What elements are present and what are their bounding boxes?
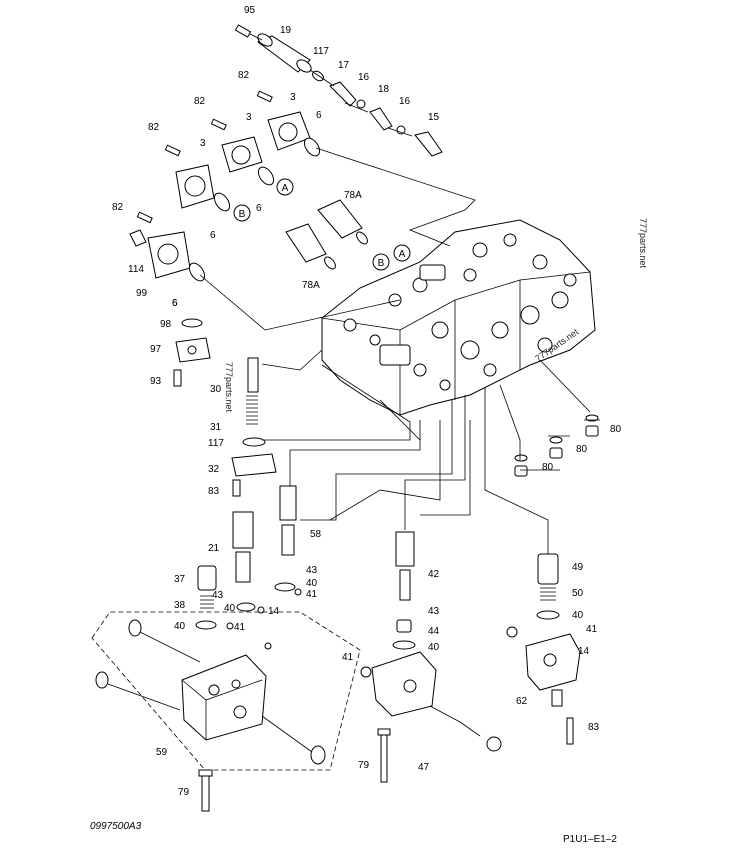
main-valve-body (321, 219, 596, 416)
part-label: 17 (338, 60, 350, 71)
part-label: 30 (210, 384, 222, 395)
part-label: 58 (310, 529, 322, 540)
callout-a-right: A (393, 244, 411, 262)
part-label: 37 (174, 574, 186, 585)
drawing-code: 0997500A3 (90, 821, 142, 832)
connector-lines (261, 349, 591, 554)
part-label: 40 (572, 610, 584, 621)
part-label: 117 (313, 46, 329, 57)
part-label: 6 (316, 110, 322, 121)
center-assembly (360, 531, 502, 783)
part-label: 80 (542, 462, 554, 473)
part-label: 6 (172, 298, 178, 309)
callout-a-left: A (276, 178, 294, 196)
part-label: 82 (112, 202, 124, 213)
part-label: 3 (290, 92, 296, 103)
part-label: 44 (428, 626, 440, 637)
part-label: 62 (516, 696, 528, 707)
part-label: 80 (576, 444, 588, 455)
part-label: 97 (150, 344, 162, 355)
part-label: 80 (610, 424, 622, 435)
part-label: 99 (136, 288, 148, 299)
part-label: 114 (128, 264, 144, 275)
left-column-parts (173, 318, 277, 497)
part-label: 43 (306, 565, 318, 576)
svg-text:B: B (378, 258, 385, 269)
part-label: 117 (208, 438, 224, 449)
part-label: 40 (306, 578, 318, 589)
part-label: 95 (244, 5, 256, 16)
part-label: 82 (238, 70, 250, 81)
part-label: 19 (280, 25, 292, 36)
page-code: P1U1–E1–2 (563, 834, 617, 845)
callout-b-left: B (233, 204, 251, 222)
part-labels: 95 19 117 17 16 18 16 15 82 3 82 3 82 3 … (112, 5, 622, 798)
circle-callouts: A B A B (233, 178, 411, 271)
part-label: 32 (208, 464, 220, 475)
part-label: 83 (208, 486, 220, 497)
lower-left-assembly (91, 611, 361, 812)
part-label: 43 (428, 606, 440, 617)
part-label: 6 (172, 298, 178, 309)
part-label: 6 (210, 230, 216, 241)
part-label: 47 (418, 762, 430, 773)
part-label: 82 (148, 122, 160, 133)
part-label: 15 (428, 112, 440, 123)
part-label: 3 (246, 112, 252, 123)
part-label: 79 (358, 760, 370, 771)
right-side-parts (506, 414, 600, 745)
part-label: 6 (256, 203, 262, 214)
spool-78a (285, 199, 368, 270)
part-label: 98 (160, 319, 172, 330)
callout-b-right: B (372, 253, 390, 271)
svg-text:A: A (282, 183, 289, 194)
part-label: 50 (572, 588, 584, 599)
part-label: 16 (399, 96, 411, 107)
part-label: 41 (342, 652, 354, 663)
part-label: 41 (234, 622, 246, 633)
part-label: 93 (150, 376, 162, 387)
flange-covers (129, 90, 476, 331)
part-label: 59 (156, 747, 168, 758)
part-label: 43 (212, 590, 224, 601)
part-label: 42 (428, 569, 440, 580)
part-label: 79 (178, 787, 190, 798)
svg-text:B: B (239, 209, 246, 220)
center-left-parts (195, 485, 302, 630)
part-label: 38 (174, 600, 186, 611)
svg-text:A: A (399, 249, 406, 260)
part-label: 40 (428, 642, 440, 653)
part-label: 16 (358, 72, 370, 83)
part-label: 14 (268, 606, 280, 617)
part-label: 41 (306, 589, 318, 600)
part-label: 21 (208, 543, 220, 554)
top-solenoid-group (234, 24, 443, 157)
part-label: 31 (210, 422, 222, 433)
part-label: 41 (586, 624, 598, 635)
part-label: 78A (302, 280, 320, 291)
part-label: 18 (378, 84, 390, 95)
part-label: 82 (194, 96, 206, 107)
part-label: 83 (588, 722, 600, 733)
part-label: 40 (174, 621, 186, 632)
watermark: 777parts.net (224, 362, 234, 413)
part-label: 40 (224, 603, 236, 614)
part-label: 14 (578, 646, 590, 657)
part-label: 3 (200, 138, 206, 149)
part-label: 78A (344, 190, 362, 201)
part-label: 49 (572, 562, 584, 573)
watermark: 777parts.net (638, 218, 648, 269)
